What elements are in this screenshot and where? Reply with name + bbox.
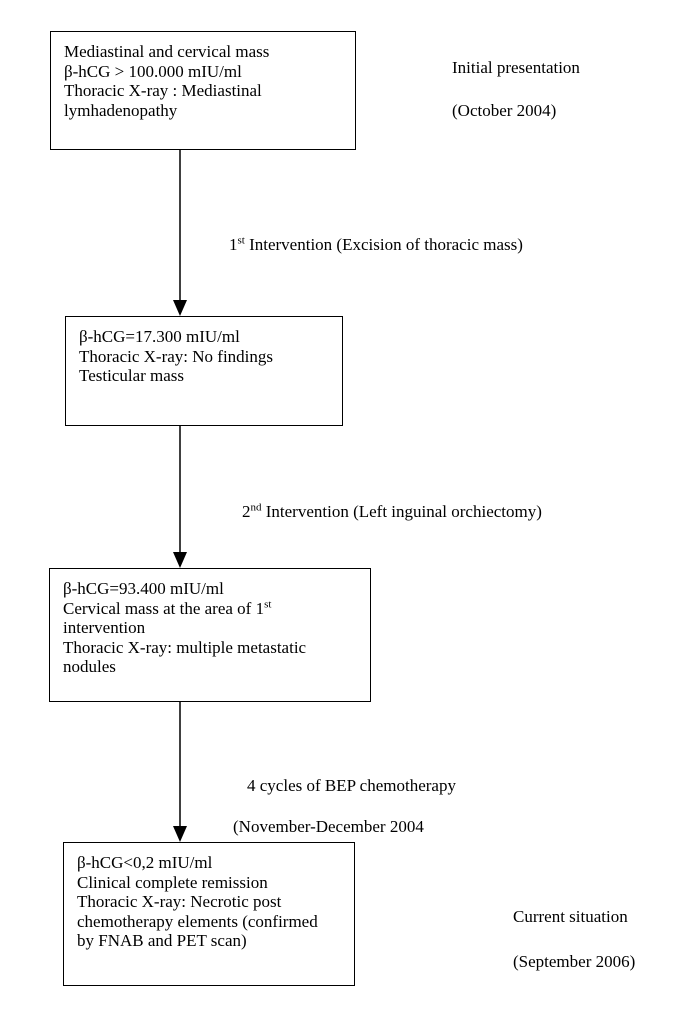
first-intervention-text: Intervention (Excision of thoracic mass) — [244, 235, 523, 254]
current-situation-box: β-hCG<0,2 mIU/ml Clinical complete remis… — [63, 842, 355, 986]
first-intervention-ordinal: st — [237, 234, 245, 247]
current-line: Clinical complete remission — [77, 872, 268, 892]
chemotherapy-label: 4 cycles of BEP chemotherapy — [247, 776, 456, 795]
first-intervention-number: 1 — [229, 235, 238, 254]
after-second-line: Cervical mass at the area of 1st — [63, 597, 360, 619]
arrow-2-head — [173, 552, 187, 568]
presentation-line: lymhadenopathy — [64, 100, 178, 120]
current-situation-date: (September 2006) — [513, 952, 636, 971]
presentation-line: β-hCG > 100.000 mIU/ml — [64, 61, 242, 81]
arrow-1-head — [173, 300, 187, 316]
current-situation-label: Current situation — [513, 907, 628, 926]
current-line: by FNAB and PET scan) — [77, 931, 247, 950]
after-second-line: Thoracic X-ray: multiple metastatic — [63, 637, 307, 657]
second-intervention-number: 2 — [242, 502, 251, 521]
initial-presentation-date: (October 2004) — [452, 101, 557, 120]
chemotherapy-dates: (November-December 2004 — [233, 817, 424, 836]
presentation-line: Mediastinal and cervical mass — [64, 42, 270, 61]
arrow-3-head — [173, 826, 187, 842]
second-intervention-ordinal: nd — [250, 501, 262, 514]
after-second-line: nodules — [63, 657, 116, 676]
second-intervention-label: 2nd Intervention (Left inguinal orchiect… — [242, 502, 542, 521]
presentation-box: Mediastinal and cervical mass β-hCG > 10… — [50, 31, 356, 150]
after-first-line: β-hCG=17.300 mIU/ml — [79, 327, 240, 346]
cervical-mass-ordinal: st — [264, 597, 272, 610]
current-line: chemotherapy elements (confirmed — [77, 911, 318, 931]
second-intervention-text: Intervention (Left inguinal orchiectomy) — [261, 502, 542, 521]
after-first-line: Testicular mass — [79, 366, 185, 385]
first-intervention-label: 1st Intervention (Excision of thoracic m… — [229, 235, 523, 254]
current-line: Thoracic X-ray: Necrotic post — [77, 892, 282, 911]
cervical-mass-text: Cervical mass at the area of 1 — [63, 598, 265, 618]
current-line: β-hCG<0,2 mIU/ml — [77, 853, 213, 872]
after-second-intervention-box: β-hCG=93.400 mIU/ml Cervical mass at the… — [49, 568, 371, 702]
initial-presentation-label: Initial presentation — [452, 58, 580, 77]
after-second-line: intervention — [63, 618, 146, 637]
after-first-line: Thoracic X-ray: No findings — [79, 346, 274, 366]
after-second-line: β-hCG=93.400 mIU/ml — [63, 579, 224, 598]
presentation-line: Thoracic X-ray : Mediastinal — [64, 81, 262, 100]
after-first-intervention-box: β-hCG=17.300 mIU/ml Thoracic X-ray: No f… — [65, 316, 343, 426]
